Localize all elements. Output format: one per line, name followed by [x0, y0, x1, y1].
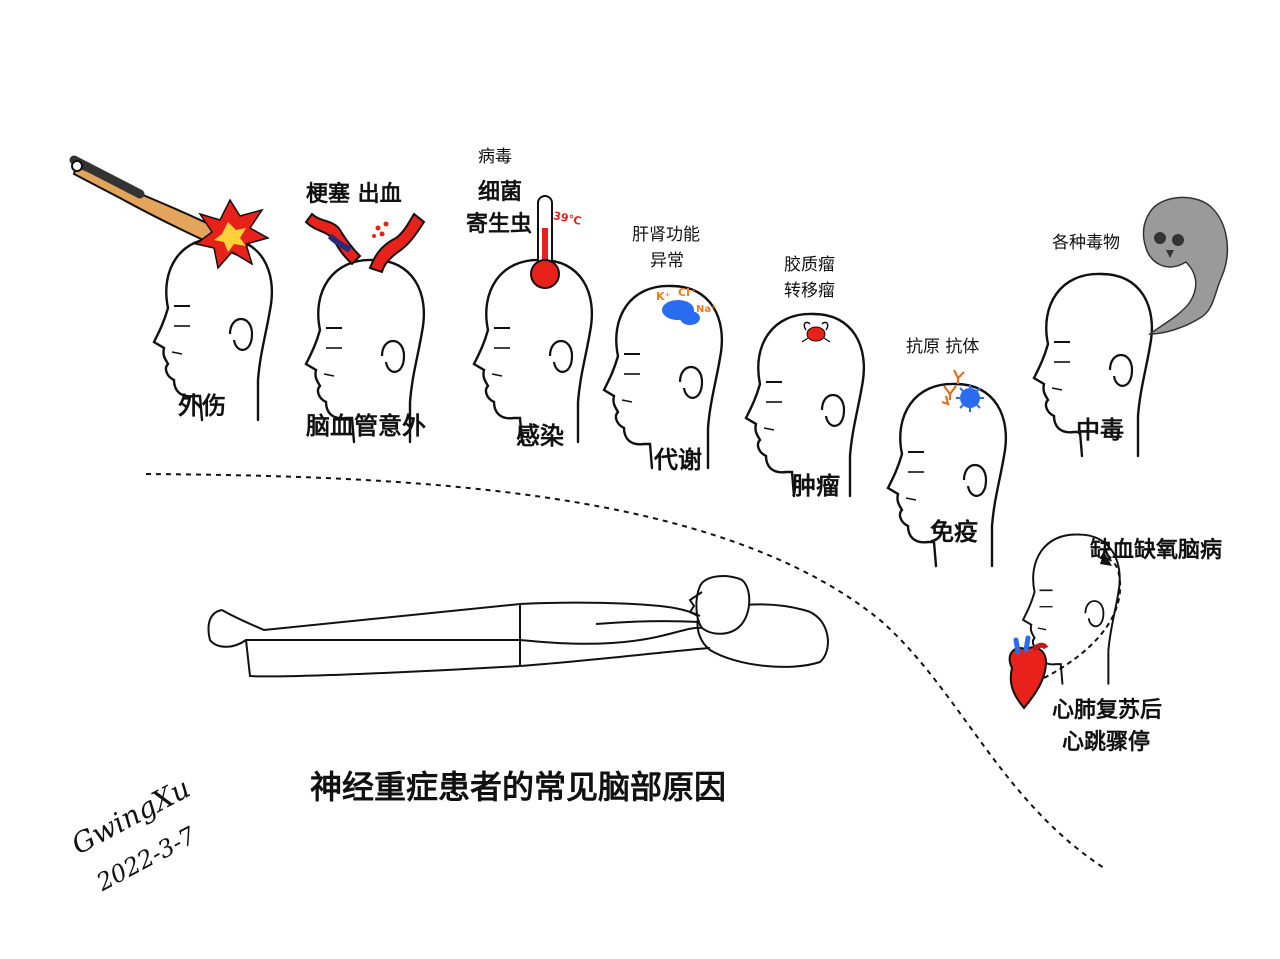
sublabel-toxins: 各种毒物 — [1052, 233, 1120, 253]
label-immune: 免疫 — [930, 518, 978, 546]
baseball-bat — [69, 155, 250, 258]
virus-icon — [956, 384, 984, 412]
arrow-head — [1100, 552, 1112, 566]
label-cerebrovascular: 脑血管意外 — [306, 412, 426, 440]
sublabel-bacteria: 细菌 — [478, 180, 523, 205]
antibody-icon — [941, 369, 965, 406]
sublabel-liver-kidney: 肝肾功能 — [632, 225, 700, 245]
label-cardiac-arrest: 心跳骤停 — [1062, 730, 1151, 755]
label-tumor: 肿瘤 — [792, 472, 840, 500]
sublabel-antigen-antibody: 抗原 抗体 — [906, 337, 980, 357]
label-hypoxic-encephalopathy: 缺血缺氧脑病 — [1090, 538, 1223, 563]
ion-cl: Cl⁻ — [678, 286, 696, 299]
head-infection — [472, 258, 594, 444]
label-post-cpr: 心肺复苏后 — [1052, 698, 1163, 723]
ion-na: Na⁺ — [696, 304, 717, 315]
vessel-infarct — [304, 212, 362, 266]
skull-smoke-icon — [1142, 196, 1229, 335]
sublabel-cerebrovascular: 梗塞 出血 — [306, 182, 402, 207]
thermometer-icon — [530, 195, 560, 289]
heart-icon — [1008, 635, 1049, 710]
sublabel-metastasis: 转移瘤 — [784, 281, 835, 301]
impact-burst — [194, 198, 270, 270]
lying-patient — [207, 575, 829, 678]
dashed-divider — [145, 473, 1105, 869]
label-metabolic: 代谢 — [654, 446, 702, 474]
electrolytes-icon — [662, 300, 700, 325]
sublabel-glioma: 胶质瘤 — [784, 255, 835, 275]
crab-icon — [801, 321, 831, 343]
label-infection: 感染 — [516, 422, 564, 450]
label-trauma: 外伤 — [178, 392, 226, 420]
ion-k: K⁺ — [656, 290, 671, 303]
page-title: 神经重症患者的常见脑部原因 — [310, 768, 727, 806]
label-poisoning: 中毒 — [1076, 416, 1124, 444]
sublabel-parasite: 寄生虫 — [466, 212, 533, 237]
vessel-hemorrhage — [368, 212, 426, 274]
sublabel-abnormal: 异常 — [650, 251, 684, 271]
sublabel-virus: 病毒 — [478, 147, 512, 167]
arrow-heart-to-brain — [1043, 557, 1122, 679]
